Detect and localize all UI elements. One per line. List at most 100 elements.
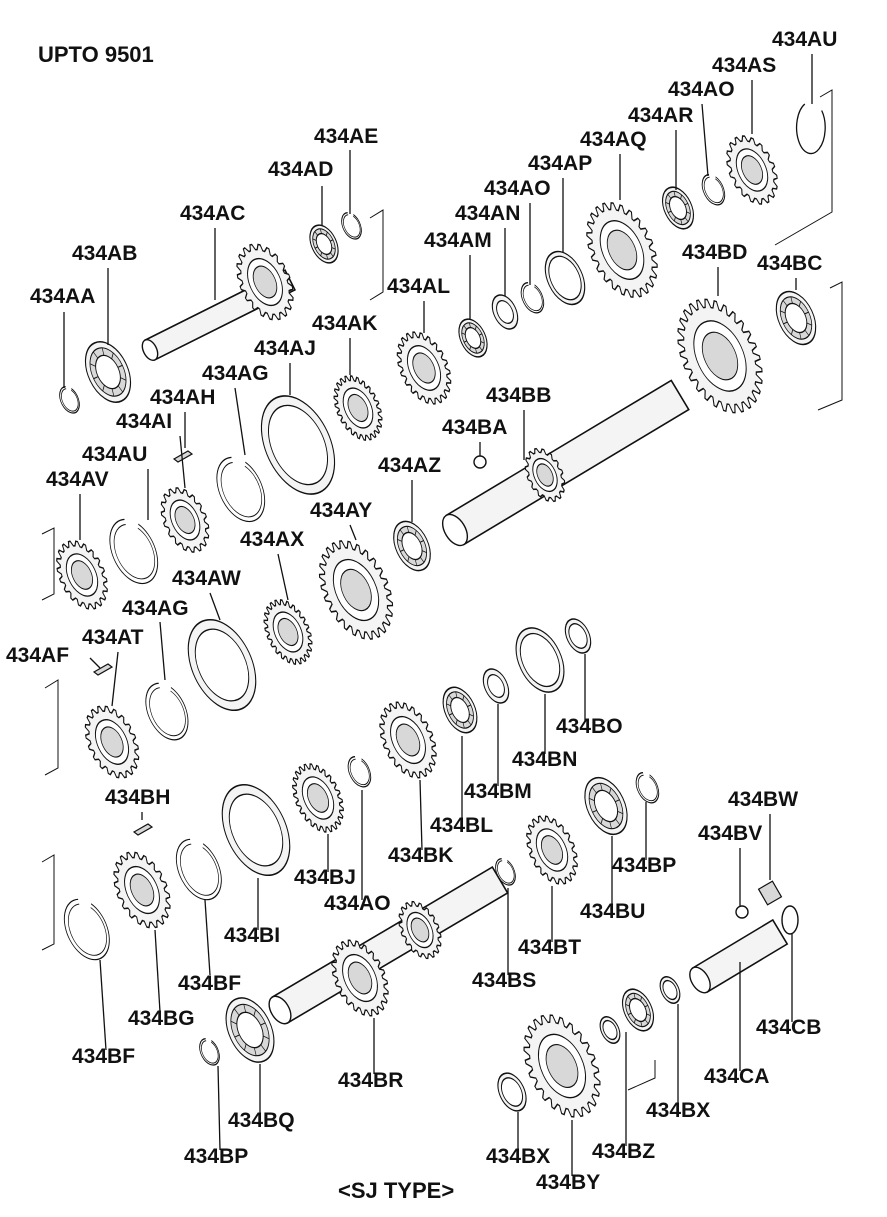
synchro-ring-434AN <box>491 294 519 330</box>
key-434AH <box>172 450 194 463</box>
bearing-cap-434BO <box>564 618 592 654</box>
leader-at <box>111 651 119 707</box>
leader-bk <box>419 779 423 851</box>
label-bt: 434BT <box>518 936 581 959</box>
label-ao2: 434AO <box>668 78 735 101</box>
synchro-hub-434AL <box>396 331 452 405</box>
label-ag1: 434AG <box>202 362 269 385</box>
input-gear-434AC <box>236 243 294 321</box>
label-bl: 434BL <box>430 814 493 837</box>
bolt-434BW <box>757 880 783 906</box>
label-ca: 434CA <box>704 1065 769 1088</box>
parts-layer <box>56 103 826 1118</box>
label-ac: 434AC <box>180 202 245 225</box>
label-ah: 434AH <box>150 386 215 409</box>
label-ap: 434AP <box>528 152 592 175</box>
label-bu: 434BU <box>580 900 645 923</box>
label-ad: 434AD <box>268 158 333 181</box>
label-bs: 434BS <box>472 969 536 992</box>
label-aa: 434AA <box>30 285 95 308</box>
label-ar: 434AR <box>628 104 693 127</box>
snap-ring-434BF-b <box>175 838 222 901</box>
needle-bearing-434AM <box>458 318 488 358</box>
snap-ring-434AU <box>795 103 826 155</box>
countershaft-434BB <box>441 379 690 547</box>
label-au1: 434AU <box>772 28 837 51</box>
reverse-idler-434BY <box>523 1014 601 1118</box>
leader-af <box>89 657 101 669</box>
label-bj: 434BJ <box>294 866 356 889</box>
needle-bearing-434AR <box>661 186 695 230</box>
key-434AF <box>92 663 114 676</box>
snap-ring-434AU-b <box>109 518 159 585</box>
idler-shaft-434CA <box>689 918 789 994</box>
label-av: 434AV <box>46 468 109 491</box>
synchro-ring-434AX <box>263 599 313 665</box>
label-bf2: 434BF <box>178 972 241 995</box>
footer-type: <SJ TYPE> <box>338 1178 454 1203</box>
label-ai: 434AI <box>116 410 172 433</box>
label-bh: 434BH <box>105 786 170 809</box>
sleeve-434AJ <box>260 395 336 495</box>
synchro-ring-434BJ <box>292 763 344 833</box>
pin-434BV <box>735 905 749 919</box>
label-bq: 434BQ <box>228 1109 295 1132</box>
ball-434BA <box>473 455 487 469</box>
snap-ring-434AG-b <box>145 682 189 741</box>
label-an: 434AN <box>455 202 520 225</box>
label-bc: 434BC <box>757 252 822 275</box>
ball-bearing-434AB <box>84 341 132 403</box>
washer-434BX-a <box>659 976 681 1004</box>
gear-434BK <box>379 701 437 779</box>
label-bx2: 434BX <box>486 1145 550 1168</box>
counter-cluster-434BB <box>524 447 566 503</box>
output-gear-434BR <box>331 939 389 1017</box>
label-bb: 434BB <box>486 384 551 407</box>
synchro-ring-434AK <box>333 375 383 441</box>
label-br: 434BR <box>338 1069 403 1092</box>
label-as: 434AS <box>712 54 776 77</box>
label-aj: 434AJ <box>254 337 316 360</box>
label-ay: 434AY <box>310 499 372 522</box>
gear-434AY <box>318 540 394 640</box>
label-al: 434AL <box>387 275 450 298</box>
snap-ring-434BF-a <box>63 898 110 961</box>
snap-ring-434AE <box>341 211 362 240</box>
label-ak: 434AK <box>312 312 377 335</box>
spacer-434BZ <box>599 1016 621 1044</box>
snap-ring-434BS <box>495 857 516 886</box>
label-by: 434BY <box>536 1171 600 1194</box>
snap-ring-434AO-b <box>520 282 545 314</box>
label-at: 434AT <box>82 626 144 649</box>
model-note: UPTO 9501 <box>38 42 154 67</box>
label-bv: 434BV <box>698 822 762 845</box>
label-ax: 434AX <box>240 528 304 551</box>
label-bp2: 434BP <box>612 854 676 877</box>
label-ba: 434BA <box>442 416 507 439</box>
leader-aw <box>209 592 221 621</box>
synchro-hub-434AT <box>84 705 140 779</box>
needle-bearing-434AZ <box>393 520 431 572</box>
ball-bearing-434BQ <box>225 997 275 1063</box>
label-bx1: 434BX <box>646 1099 710 1122</box>
plug-434CB <box>781 905 799 935</box>
leader-bf2 <box>204 899 211 976</box>
needle-bearing-434BZ <box>621 988 655 1032</box>
label-am: 434AM <box>424 229 492 252</box>
label-bk: 434BK <box>388 844 453 867</box>
needle-bearing-434BC <box>775 290 817 346</box>
key-434BH <box>132 823 154 836</box>
label-ao3: 434AO <box>324 892 391 915</box>
label-aw: 434AW <box>172 567 241 590</box>
thrust-washer-434AP <box>544 250 586 306</box>
label-bi: 434BI <box>224 924 280 947</box>
washer-434BX-b <box>497 1072 527 1112</box>
label-ae: 434AE <box>314 125 378 148</box>
snap-ring-434BP-a <box>199 1037 220 1066</box>
leader-bg <box>154 929 161 1013</box>
leader-ai <box>179 435 186 489</box>
label-aq: 434AQ <box>580 128 647 151</box>
leader-ao2 <box>701 103 709 177</box>
leader-ay <box>349 524 357 541</box>
